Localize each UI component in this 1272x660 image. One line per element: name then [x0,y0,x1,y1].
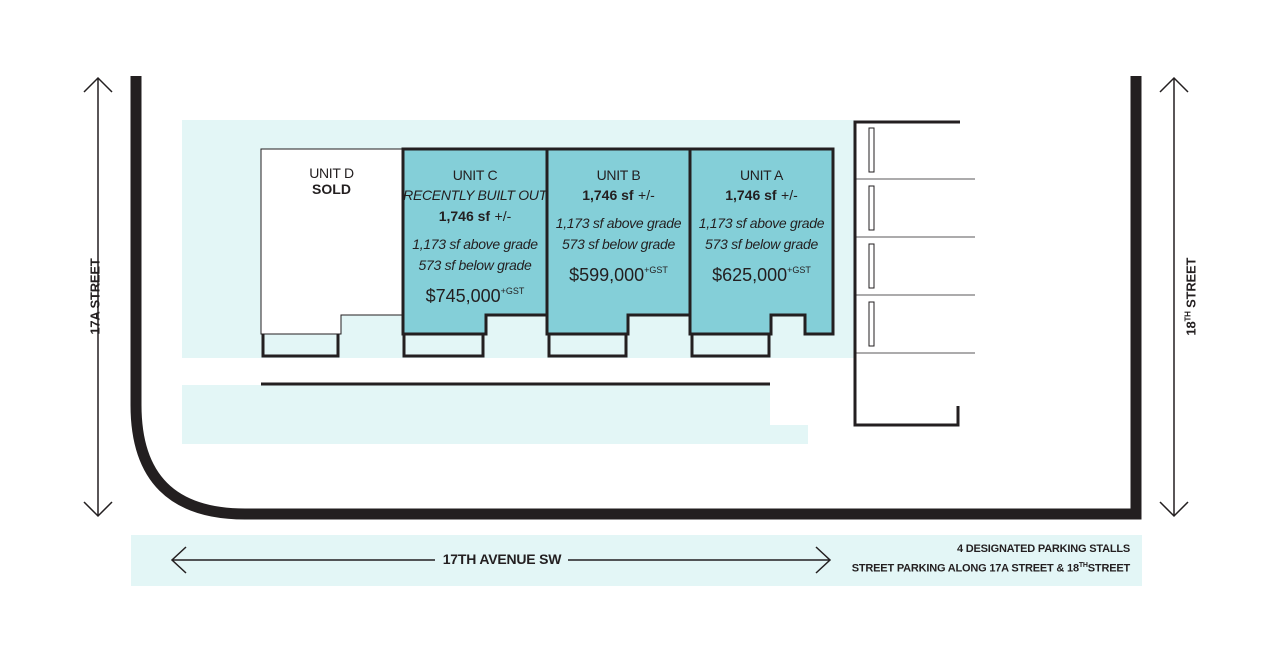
unit-a-above: 1,173 sf above grade [698,215,825,231]
unit-c-label: UNIT C RECENTLY BUILT OUT 1,746 sf +/- 1… [403,165,547,311]
right-street-number: 18 [1183,321,1199,336]
unit-a-tax: +GST [787,265,811,275]
unit-c-above: 1,173 sf above grade [412,236,538,252]
unit-c-title: UNIT C [452,167,498,183]
unit-b-above: 1,173 sf above grade [555,215,682,231]
unit-d-label: UNIT D SOLD [261,165,402,197]
parking-stall-1 [868,127,875,173]
right-street-name: STREET [1183,257,1199,312]
unit-a-title: UNIT A [739,167,784,183]
unit-c-price: $745,000 [425,286,501,306]
left-street-label: 17A STREET [87,258,103,335]
parking-note-2-suffix: STREET [1087,562,1130,575]
avenue-label: 17TH AVENUE SW [442,551,562,567]
unit-b-tax: +GST [644,265,668,275]
unit-a-price: $625,000 [712,265,788,285]
unit-b-price: $599,000 [569,265,645,285]
unit-c-size: 1,746 sf [438,208,491,224]
unit-a-footprint [688,147,835,336]
unit-b-title: UNIT B [596,167,641,183]
unit-d-title: UNIT D [309,165,354,181]
unit-c-size-suffix: +/- [494,208,512,224]
parking-note-2-text: STREET PARKING ALONG 17A STREET & 18 [851,562,1079,575]
unit-b-size: 1,746 sf [582,187,634,203]
parking-note-2-sup: TH [1078,562,1088,569]
unit-a-size-suffix: +/- [781,187,798,203]
loading-brackets [261,334,771,358]
parking-stall-2 [868,185,875,231]
unit-a-below: 573 sf below grade [705,236,818,252]
right-street-label: 18TH STREET [1183,237,1198,357]
unit-c-note: RECENTLY BUILT OUT [403,187,547,203]
property-boundary [130,76,1142,520]
parking-note-2: STREET PARKING ALONG 17A STREET & 18THST… [852,562,1130,575]
unit-c-tax: +GST [500,286,525,296]
parking-stall-3 [868,243,875,289]
lane-zone [182,385,808,444]
right-street-sup: TH [1183,311,1193,322]
unit-b-label: UNIT B 1,746 sf +/- 1,173 sf above grade… [547,165,690,290]
right-street-arrow [1159,76,1189,518]
parking-stalls [853,120,975,427]
unit-a-size: 1,746 sf [725,187,777,203]
unit-d-status: SOLD [312,181,351,197]
unit-b-size-suffix: +/- [638,187,655,203]
unit-b-below: 573 sf below grade [562,236,675,252]
parking-stall-4 [868,301,875,347]
parking-note-1: 4 DESIGNATED PARKING STALLS [956,543,1130,555]
left-street-arrow [83,76,113,518]
unit-c-below: 573 sf below grade [418,257,532,273]
avenue-arrow [170,546,832,574]
unit-a-label: UNIT A 1,746 sf +/- 1,173 sf above grade… [690,165,833,290]
